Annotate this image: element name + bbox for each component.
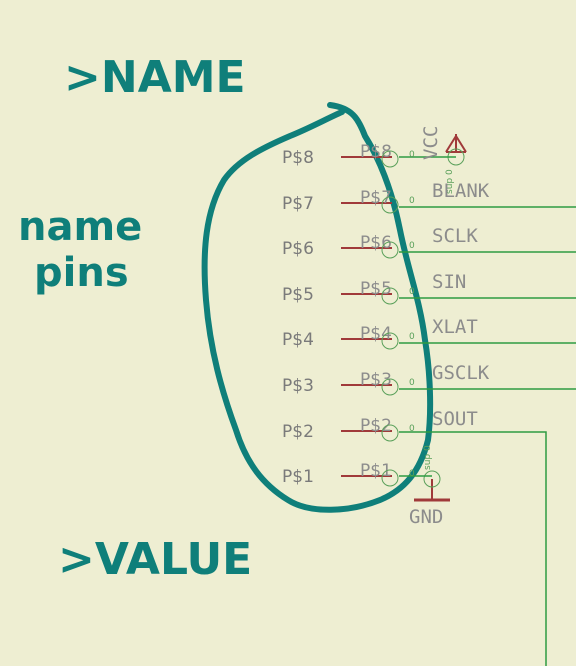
gnd-sup-tag: sup 0 xyxy=(423,445,433,470)
net-label: BLANK xyxy=(432,180,490,202)
sout-net-wire[interactable] xyxy=(399,431,547,666)
connection-circle xyxy=(381,241,399,259)
vcc-sup-tag: sup 0 xyxy=(445,169,455,194)
pin-name-label: P$2 xyxy=(282,422,314,442)
gnd-label: GND xyxy=(409,506,443,528)
net-label: SOUT xyxy=(432,408,478,430)
pin-zero-label: 0 xyxy=(409,378,415,388)
pin-row[interactable]: P$3 P$3 0 GSCLK xyxy=(282,362,576,396)
pin-name-label: P$6 xyxy=(282,239,314,259)
pad-number-label: P$4 xyxy=(360,324,392,344)
handwritten-loop xyxy=(201,102,434,513)
pin-row[interactable]: P$6 P$6 0 SCLK xyxy=(282,225,576,259)
pin-zero-label: 0 xyxy=(409,196,415,206)
pin-zero-label: 0 xyxy=(409,150,415,160)
connection-circle xyxy=(381,378,399,396)
connection-circle xyxy=(381,150,399,168)
pin-row[interactable]: P$5 P$5 0 SIN xyxy=(282,271,576,305)
pin-row[interactable]: P$1 P$1 0 xyxy=(282,461,415,487)
pin-name-label: P$5 xyxy=(282,285,314,305)
pin-name-label: P$3 xyxy=(282,376,314,396)
pad-number-label: P$1 xyxy=(360,461,392,481)
pin-row[interactable]: P$8 P$8 0 xyxy=(282,142,415,168)
vcc-label: VCC xyxy=(420,126,442,160)
net-label: SCLK xyxy=(432,225,478,247)
pin-name-label: P$8 xyxy=(282,148,314,168)
name-tag-annotation: >NAME xyxy=(64,52,246,103)
pin-row[interactable]: P$4 P$4 0 XLAT xyxy=(282,316,576,350)
net-label: XLAT xyxy=(432,316,478,338)
pin-row[interactable]: P$7 P$7 0 BLANK xyxy=(282,180,576,214)
pin-zero-label: 0 xyxy=(409,287,415,297)
connection-circle xyxy=(381,196,399,214)
net-label: SIN xyxy=(432,271,466,293)
pad-number-label: P$8 xyxy=(360,142,392,162)
pad-number-label: P$7 xyxy=(360,188,392,208)
pad-number-label: P$5 xyxy=(360,279,392,299)
pad-number-label: P$2 xyxy=(360,416,392,436)
pin-name-label: P$7 xyxy=(282,194,314,214)
net-label: GSCLK xyxy=(432,362,490,384)
pad-number-label: P$6 xyxy=(360,233,392,253)
name-annotation: name xyxy=(18,204,142,250)
pin-zero-label: 0 xyxy=(409,241,415,251)
pin-row[interactable]: P$2 P$2 0 SOUT xyxy=(282,408,478,442)
pin-name-label: P$4 xyxy=(282,330,314,350)
connection-circle xyxy=(381,469,399,487)
pin-zero-label: 0 xyxy=(409,332,415,342)
connection-circle xyxy=(381,332,399,350)
pin-zero-label: 0 xyxy=(409,424,415,434)
pad-number-label: P$3 xyxy=(360,370,392,390)
gnd-supply-symbol[interactable]: GND sup 0 xyxy=(399,445,450,528)
pins-annotation: pins xyxy=(34,250,129,296)
connection-circle xyxy=(381,424,399,442)
value-tag-annotation: >VALUE xyxy=(58,534,252,585)
vcc-supply-symbol[interactable]: VCC sup 0 xyxy=(399,126,467,194)
pin-name-label: P$1 xyxy=(282,467,314,487)
connection-circle xyxy=(381,287,399,305)
pin-zero-label: 0 xyxy=(409,469,415,479)
